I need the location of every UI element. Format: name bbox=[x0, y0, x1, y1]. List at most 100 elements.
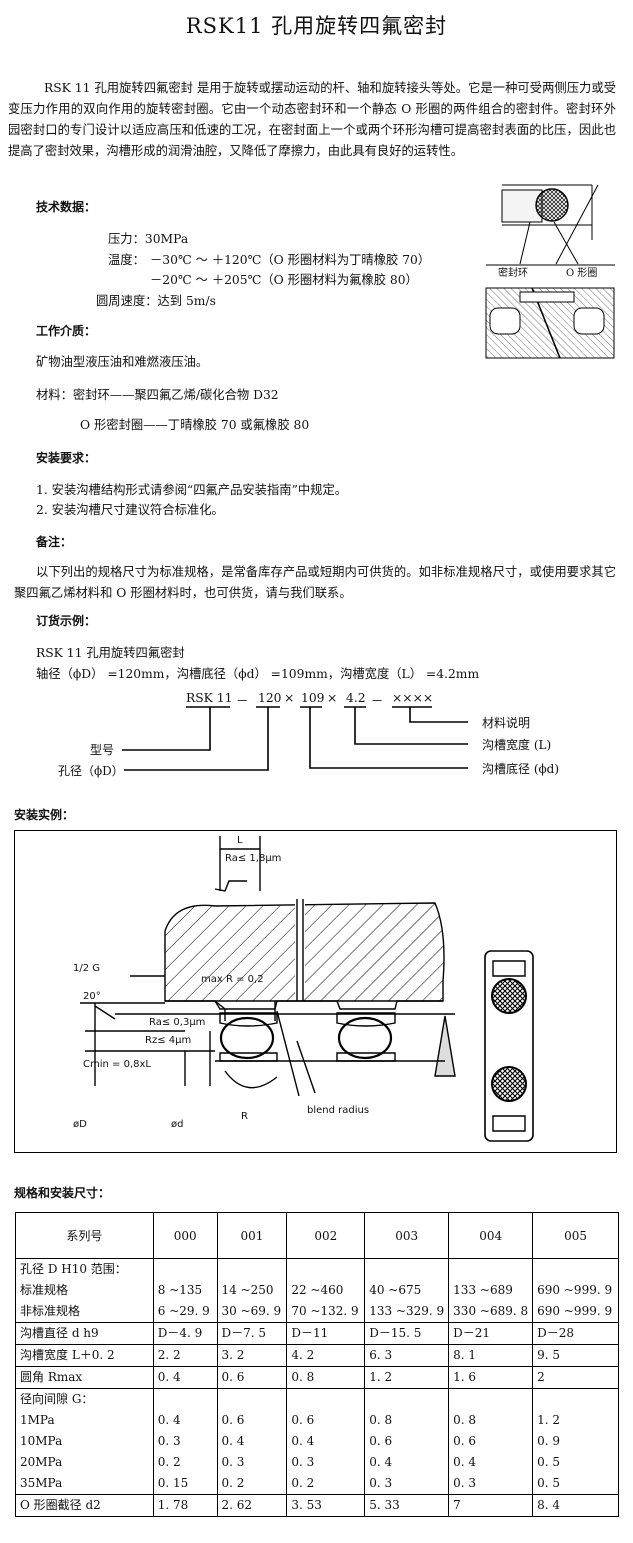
oring-value: 2. 62 bbox=[221, 1498, 253, 1512]
gap-value: 0. 2 bbox=[221, 1476, 245, 1490]
notes-heading: 备注： bbox=[36, 535, 73, 549]
table-header-cell: 005 bbox=[532, 1212, 619, 1259]
label-material: 材料说明 bbox=[482, 716, 531, 730]
code-times-1: × bbox=[284, 691, 295, 705]
table-cell: D－4. 9 bbox=[152, 1322, 218, 1345]
label-half-g: 1/2 G bbox=[73, 963, 101, 974]
table-row-groove-width: 沟槽宽度 L＋0. 2 2. 2 3. 2 4. 2 6. 3 8. 1 9. … bbox=[15, 1344, 619, 1367]
bore-std-value: 14 ~250 bbox=[221, 1283, 274, 1297]
order-heading: 订货示例： bbox=[36, 614, 97, 628]
table-cell: 2 bbox=[532, 1366, 619, 1389]
install-item-1: 1. 安装沟槽结构形式请参阅“四氟产品安装指南”中规定。 bbox=[36, 483, 348, 497]
gap-pressure-label: 1MPa bbox=[20, 1413, 55, 1427]
label-bore: 孔径（ϕD） bbox=[58, 764, 124, 778]
tech-speed: 圆周速度：达到 5m/s bbox=[96, 294, 216, 308]
bore-label-nonstd: 非标准规格 bbox=[20, 1304, 81, 1318]
gap-value: 0. 5 bbox=[537, 1455, 561, 1469]
gap-value: 0. 2 bbox=[291, 1476, 315, 1490]
table-cell: 4. 2 bbox=[286, 1344, 366, 1367]
label-max-r: max R = 0,2 bbox=[201, 974, 264, 985]
rmax-value: 2 bbox=[537, 1370, 545, 1384]
table-row-groove-dia: 沟槽直径 d h9 D－4. 9 D－7. 5 D－11 D－15. 5 D－2… bbox=[15, 1322, 619, 1345]
groove-width-value: 6. 3 bbox=[369, 1348, 393, 1362]
table-cell: 7 bbox=[448, 1494, 534, 1517]
rmax-value: 0. 6 bbox=[221, 1370, 245, 1384]
table-cell: 8. 4 bbox=[532, 1494, 619, 1517]
gap-pressure-label: 10MPa bbox=[20, 1434, 63, 1448]
gap-pressure-label: 20MPa bbox=[20, 1455, 63, 1469]
code-part-material: ×××× bbox=[392, 691, 434, 705]
code-part-series: RSK 11 bbox=[186, 691, 233, 705]
gap-value: 0. 6 bbox=[453, 1434, 477, 1448]
table-row-label: O 形圈截径 d2 bbox=[15, 1494, 154, 1517]
table-cell: D－15. 5 bbox=[364, 1322, 450, 1345]
label-bottom: 沟槽底径 (ϕd) bbox=[482, 762, 560, 776]
oring-value: 8. 4 bbox=[537, 1498, 561, 1512]
table-cell: 1. 6 bbox=[448, 1366, 534, 1389]
label-model: 型号 bbox=[90, 743, 115, 757]
gap-label: 径向间隙 G： bbox=[20, 1392, 94, 1406]
rmax-value: 1. 6 bbox=[453, 1370, 477, 1384]
rmax-value: 0. 4 bbox=[157, 1370, 181, 1384]
groove-dia-value: D－7. 5 bbox=[221, 1326, 267, 1340]
seal-section-figure: 密封环 O 形圈 bbox=[480, 180, 620, 365]
spec-table: 系列号 000 001 002 003 004 005 孔径 D H10 范围：… bbox=[15, 1212, 619, 1517]
tech-heading: 技术数据： bbox=[36, 200, 97, 214]
order-dims: 轴径（ϕD） =120mm，沟槽底径（ϕd） =109mm，沟槽宽度（L） =4… bbox=[36, 667, 480, 681]
label-width: 沟槽宽度 (L) bbox=[482, 738, 552, 752]
table-cell: D－7. 5 bbox=[216, 1322, 288, 1345]
code-part-bore: 120 bbox=[258, 691, 282, 705]
bore-std-value: 40 ~675 bbox=[369, 1283, 422, 1297]
groove-dia-value: D－28 bbox=[537, 1326, 575, 1340]
table-header-cell: 系列号 bbox=[15, 1212, 154, 1259]
gap-value: 0. 9 bbox=[537, 1434, 561, 1448]
gap-value: 0. 4 bbox=[369, 1455, 393, 1469]
gap-value: 0. 3 bbox=[291, 1455, 315, 1469]
groove-dia-value: D－21 bbox=[453, 1326, 491, 1340]
rmax-value: 1. 2 bbox=[369, 1370, 393, 1384]
groove-width-value: 3. 2 bbox=[221, 1348, 245, 1362]
table-header-row: 系列号 000 001 002 003 004 005 bbox=[15, 1212, 619, 1259]
bore-std-value: 22 ~460 bbox=[291, 1283, 344, 1297]
table-cell: 6. 3 bbox=[364, 1344, 450, 1367]
table-row-label: 沟槽直径 d h9 bbox=[15, 1322, 154, 1345]
gap-value: 0. 6 bbox=[291, 1413, 315, 1427]
table-cell: D－28 bbox=[532, 1322, 619, 1345]
code-dash-2: － bbox=[371, 694, 384, 708]
table-cell: 0. 6 bbox=[216, 1366, 288, 1389]
gap-value: 0. 4 bbox=[157, 1413, 181, 1427]
label-phi-d: ød bbox=[171, 1119, 184, 1130]
label-seal-ring: 密封环 bbox=[498, 268, 528, 279]
label-ra18: Ra≤ 1,8μm bbox=[225, 853, 282, 864]
installation-example-drawing bbox=[80, 836, 534, 1142]
label-rz4: Rz≤ 4μm bbox=[145, 1035, 192, 1046]
gap-value: 0. 5 bbox=[537, 1476, 561, 1490]
table-cell: 3. 53 bbox=[286, 1494, 366, 1517]
table-cell: 1. 78 bbox=[152, 1494, 218, 1517]
bore-label-std: 标准规格 bbox=[20, 1283, 69, 1297]
bore-nonstd-value: 6 ~29. 9 bbox=[157, 1304, 210, 1318]
page-title: RSK11 孔用旋转四氟密封 bbox=[185, 14, 448, 38]
gap-value: 0. 6 bbox=[221, 1413, 245, 1427]
label-R: R bbox=[241, 1111, 248, 1122]
groove-dia-value: D－15. 5 bbox=[369, 1326, 422, 1340]
gap-value: 0. 3 bbox=[157, 1434, 181, 1448]
gap-value: 0. 2 bbox=[157, 1455, 181, 1469]
seal-section-drawing bbox=[485, 184, 615, 359]
media-heading: 工作介质： bbox=[36, 324, 97, 338]
bore-std-value: 690 ~999. 9 bbox=[537, 1283, 613, 1297]
material-line-1: 材料：密封环——聚四氟乙烯/碳化合物 D32 bbox=[36, 388, 279, 402]
rmax-value: 0. 8 bbox=[291, 1370, 315, 1384]
gap-value: 0. 8 bbox=[453, 1413, 477, 1427]
